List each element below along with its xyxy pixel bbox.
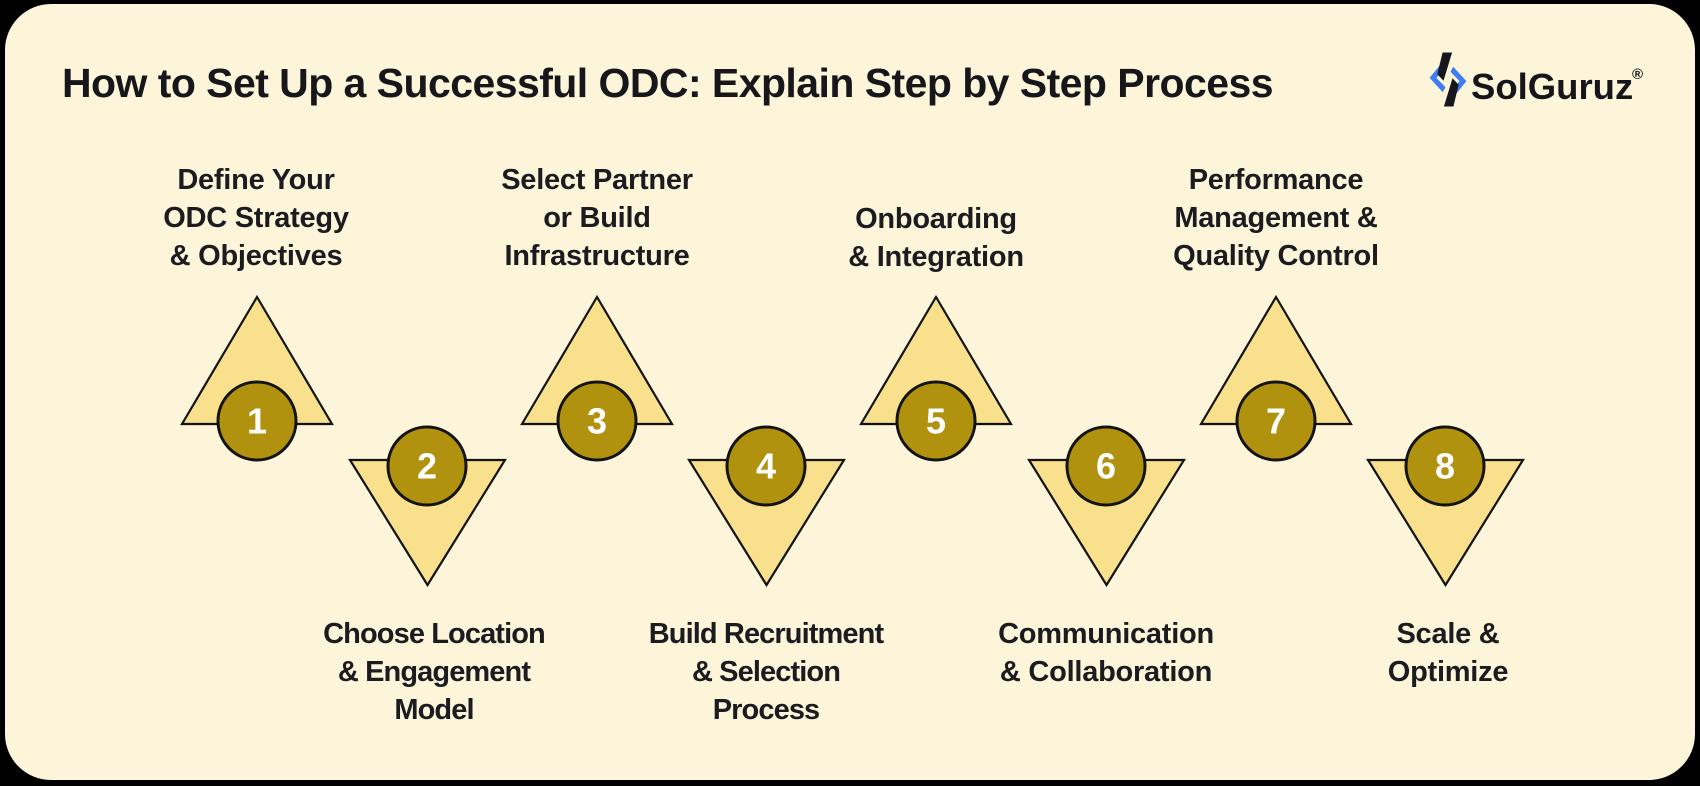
svg-text:5: 5 [926, 401, 946, 442]
svg-text:8: 8 [1435, 446, 1455, 487]
svg-text:7: 7 [1266, 401, 1286, 442]
svg-text:4: 4 [756, 446, 776, 487]
svg-text:2: 2 [417, 446, 437, 487]
svg-text:6: 6 [1096, 446, 1116, 487]
svg-text:3: 3 [587, 401, 607, 442]
svg-text:1: 1 [247, 401, 267, 442]
